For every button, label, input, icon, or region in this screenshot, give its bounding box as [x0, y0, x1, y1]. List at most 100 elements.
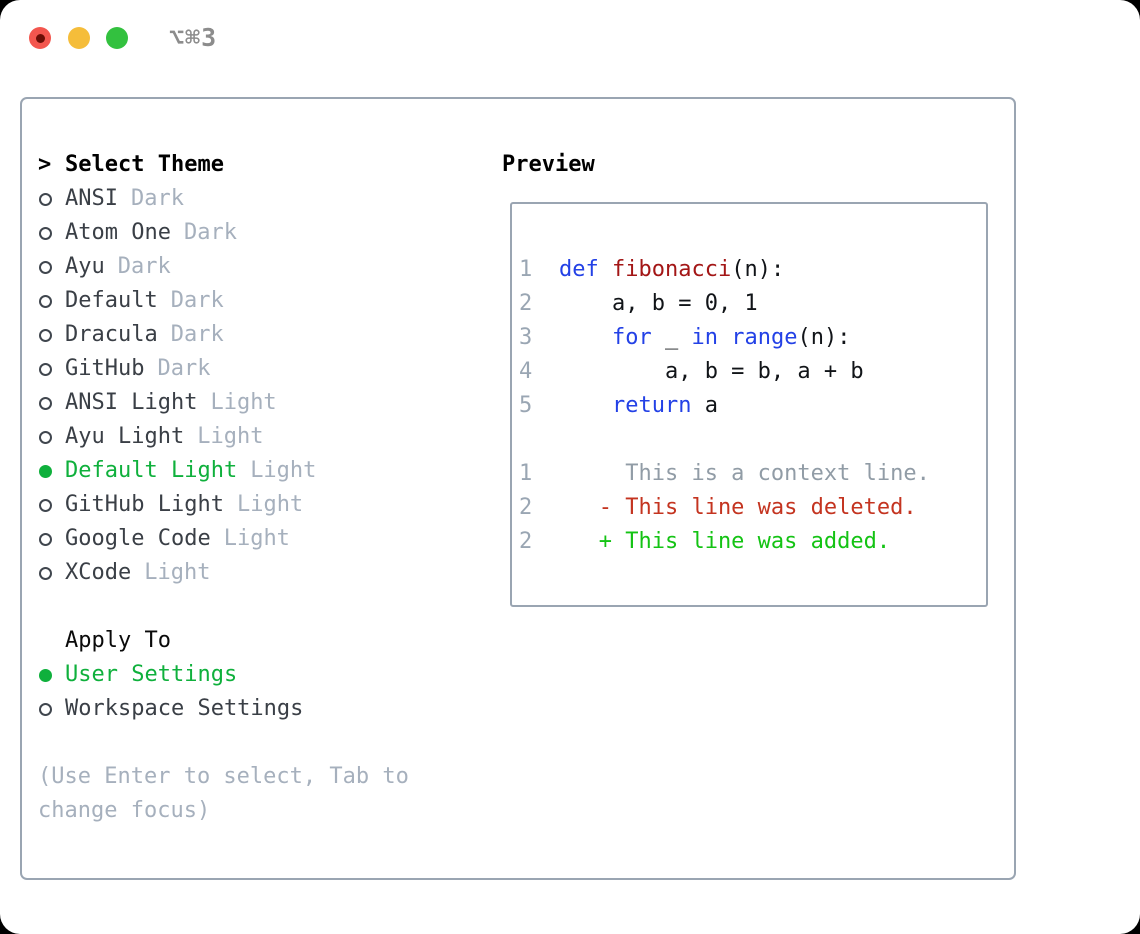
help-line-2: change focus)	[38, 798, 211, 823]
code-line	[519, 423, 986, 457]
radio-marker	[38, 362, 65, 376]
line-number: 2	[519, 495, 533, 520]
line-number: 2	[519, 529, 533, 554]
code-segment-keyword: range	[731, 325, 798, 350]
line-number	[519, 423, 559, 457]
code-segment-added: + This line was added.	[559, 529, 891, 554]
preview-column: Preview	[502, 148, 595, 182]
theme-option-google-code[interactable]: Google Code Light	[38, 522, 409, 556]
theme-name-label: GitHub	[65, 356, 145, 381]
code-segment-plain	[718, 321, 731, 355]
code-segment-deleted: - This line was deleted.	[559, 495, 917, 520]
code-segment-plain	[599, 253, 612, 287]
radio-selected-icon	[39, 668, 52, 682]
radio-marker	[38, 294, 65, 308]
radio-marker	[38, 566, 65, 580]
radio-marker	[38, 702, 65, 716]
theme-kind-badge: Light	[223, 526, 290, 551]
theme-kind-badge: Dark	[170, 322, 224, 347]
code-segment-plain: a, b = b, a + b	[559, 359, 864, 384]
theme-name-label: Default	[65, 288, 158, 313]
code-line: 4 a, b = b, a + b	[519, 355, 986, 389]
line-number: 1	[519, 461, 533, 486]
titlebar: ⌥⌘3	[29, 23, 218, 52]
code-segment-plain	[559, 321, 612, 355]
apply-option-user-settings[interactable]: User Settings	[38, 658, 409, 692]
radio-marker	[38, 668, 65, 682]
theme-option-github[interactable]: GitHub Dark	[38, 352, 409, 386]
theme-name-label: Default Light	[65, 458, 238, 483]
radio-icon	[39, 430, 52, 444]
radio-icon	[39, 226, 52, 240]
theme-kind-badge: Light	[236, 492, 304, 517]
radio-icon	[39, 702, 52, 716]
radio-icon	[39, 396, 52, 410]
theme-kind-badge: Dark	[157, 356, 211, 381]
zoom-button[interactable]	[106, 27, 128, 49]
code-segment-plain: _	[651, 325, 692, 350]
radio-icon	[39, 192, 52, 206]
radio-marker	[38, 328, 65, 342]
theme-name-label: XCode	[65, 560, 132, 585]
radio-marker	[38, 260, 65, 274]
focus-prompt-icon: >	[38, 152, 52, 177]
theme-option-ayu-light[interactable]: Ayu Light Light	[38, 420, 409, 454]
apply-option-label: User Settings	[65, 662, 238, 687]
apply-option-label: Workspace Settings	[65, 696, 304, 721]
select-theme-title: Select Theme	[65, 152, 224, 177]
help-line-1: (Use Enter to select, Tab to	[38, 764, 409, 789]
theme-name-label: ANSI Light	[65, 390, 198, 415]
theme-name-label: Ayu Light	[65, 424, 185, 449]
theme-kind-badge: Light	[197, 424, 264, 449]
close-button[interactable]	[29, 27, 51, 49]
theme-name-label: Dracula	[65, 322, 158, 347]
radio-icon	[39, 328, 52, 342]
theme-kind-badge: Dark	[183, 220, 237, 245]
code-line: 2 + This line was added.	[519, 525, 986, 559]
code-segment-plain: a	[691, 393, 718, 418]
code-segment-keyword: in	[691, 325, 718, 350]
radio-selected-icon	[39, 464, 52, 478]
theme-option-default[interactable]: Default Dark	[38, 284, 409, 318]
spacer	[38, 726, 409, 760]
radio-marker	[38, 464, 65, 478]
line-number: 2	[519, 291, 533, 316]
apply-to-header: Apply To	[38, 624, 409, 658]
apply-to-title: Apply To	[65, 628, 171, 653]
code-segment-keyword: def	[559, 257, 599, 282]
code-segment-plain: (n):	[797, 325, 851, 350]
radio-marker	[38, 396, 65, 410]
line-number: 1	[519, 257, 533, 282]
radio-icon	[39, 532, 52, 546]
theme-kind-badge: Light	[250, 458, 317, 483]
theme-name-label: ANSI	[65, 186, 118, 211]
theme-option-dracula[interactable]: Dracula Dark	[38, 318, 409, 352]
theme-name-label: Google Code	[65, 526, 211, 551]
theme-kind-badge: Dark	[170, 288, 224, 313]
help-text: (Use Enter to select, Tab to change focu…	[38, 760, 409, 828]
code-line: 2 a, b = 0, 1	[519, 287, 986, 321]
window-shortcut-label: ⌥⌘3	[169, 23, 218, 52]
radio-icon	[39, 566, 52, 580]
apply-option-workspace-settings[interactable]: Workspace Settings	[38, 692, 409, 726]
close-dot-icon	[35, 33, 45, 43]
code-line: 5 return a	[519, 389, 986, 423]
line-number: 5	[519, 393, 533, 418]
minimize-button[interactable]	[68, 27, 90, 49]
theme-option-default-light[interactable]: Default Light Light	[38, 454, 409, 488]
line-number: 3	[519, 325, 533, 350]
code-line: 1 This is a context line.	[519, 457, 986, 491]
radio-marker	[38, 498, 65, 512]
radio-marker	[38, 226, 65, 240]
